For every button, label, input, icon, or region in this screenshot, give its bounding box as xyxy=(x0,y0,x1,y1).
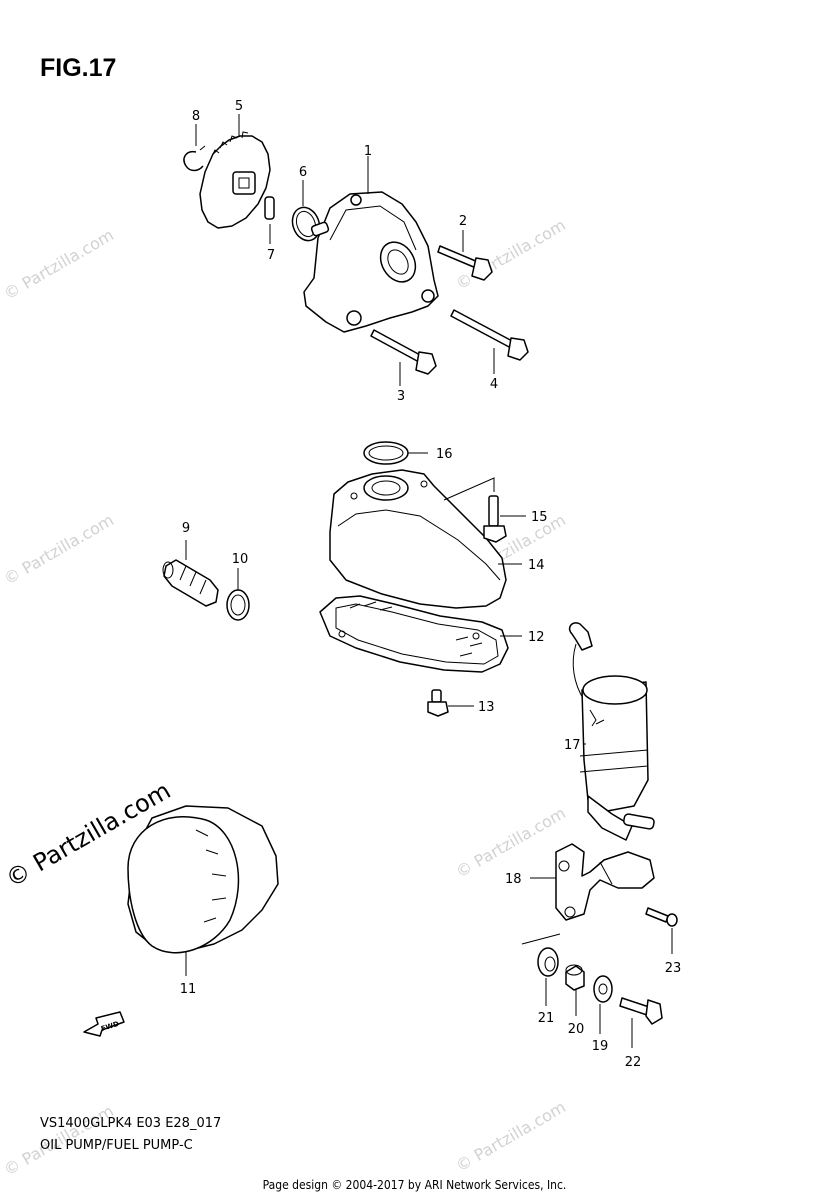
part-15-bolt xyxy=(483,495,507,543)
part-11-oil-filter xyxy=(127,805,279,954)
part-2-bolt xyxy=(437,245,493,281)
callout-2: 2 xyxy=(459,214,467,229)
callout-8: 8 xyxy=(192,109,200,124)
callout-19: 19 xyxy=(592,1039,609,1054)
diagram-name: OIL PUMP/FUEL PUMP-C xyxy=(40,1138,193,1153)
callout-17: 17 xyxy=(564,738,581,753)
part-18-bracket xyxy=(555,843,655,921)
part-13-bolt xyxy=(427,689,449,717)
part-21-grommet xyxy=(537,947,559,977)
callout-14: 14 xyxy=(528,558,545,573)
watermark: © Partzilla.com xyxy=(1,225,117,303)
callout-21: 21 xyxy=(538,1011,555,1026)
part-5-gear xyxy=(199,131,271,229)
part-19-washer xyxy=(593,975,613,1003)
part-20-collar xyxy=(565,964,585,991)
leader-lines xyxy=(185,114,673,1048)
callout-4: 4 xyxy=(490,377,498,392)
part-4-bolt xyxy=(450,309,529,361)
callout-7: 7 xyxy=(267,248,275,263)
part-23-screw xyxy=(645,907,678,927)
callout-22: 22 xyxy=(625,1055,642,1070)
diagram-code: VS1400GLPK4 E03 E28_017 xyxy=(40,1116,222,1131)
callout-5: 5 xyxy=(235,99,243,114)
part-22-bolt xyxy=(619,997,663,1025)
watermarks: © Partzilla.com © Partzilla.com © Partzi… xyxy=(1,215,569,1179)
callout-6: 6 xyxy=(299,165,307,180)
callout-numbers: 8 5 6 7 1 2 3 4 16 15 14 12 13 9 10 11 1… xyxy=(180,99,682,1070)
part-3-bolt xyxy=(370,329,437,375)
part-7-pin xyxy=(264,196,275,220)
callout-16: 16 xyxy=(436,447,453,462)
callout-12: 12 xyxy=(528,630,545,645)
page-footer: Page design © 2004-2017 by ARI Network S… xyxy=(262,1178,567,1192)
part-17-fuel-pump xyxy=(568,622,655,841)
callout-11: 11 xyxy=(180,982,197,997)
watermark: © Partzilla.com xyxy=(453,215,569,293)
callout-3: 3 xyxy=(397,389,405,404)
part-8-circlip xyxy=(183,145,206,172)
callout-1: 1 xyxy=(364,144,372,159)
watermark: © Partzilla.com xyxy=(1,510,117,588)
part-14-cover xyxy=(329,469,507,609)
watermark: © Partzilla.com xyxy=(453,803,569,881)
callout-20: 20 xyxy=(568,1022,585,1037)
callout-13: 13 xyxy=(478,700,495,715)
figure-title: FIG.17 xyxy=(40,54,117,82)
watermark: © Partzilla.com xyxy=(453,1097,569,1175)
callout-10: 10 xyxy=(232,552,249,567)
part-1-oil-pump xyxy=(303,191,439,333)
part-12-strainer xyxy=(319,595,509,673)
fwd-arrow: FWD xyxy=(83,1011,125,1037)
callout-9: 9 xyxy=(182,521,190,536)
part-9-fitting xyxy=(162,559,219,607)
callout-23: 23 xyxy=(665,961,682,976)
part-16-oring xyxy=(363,441,409,465)
part-10-gasket xyxy=(226,589,250,621)
callout-15: 15 xyxy=(531,510,548,525)
callout-18: 18 xyxy=(505,872,522,887)
